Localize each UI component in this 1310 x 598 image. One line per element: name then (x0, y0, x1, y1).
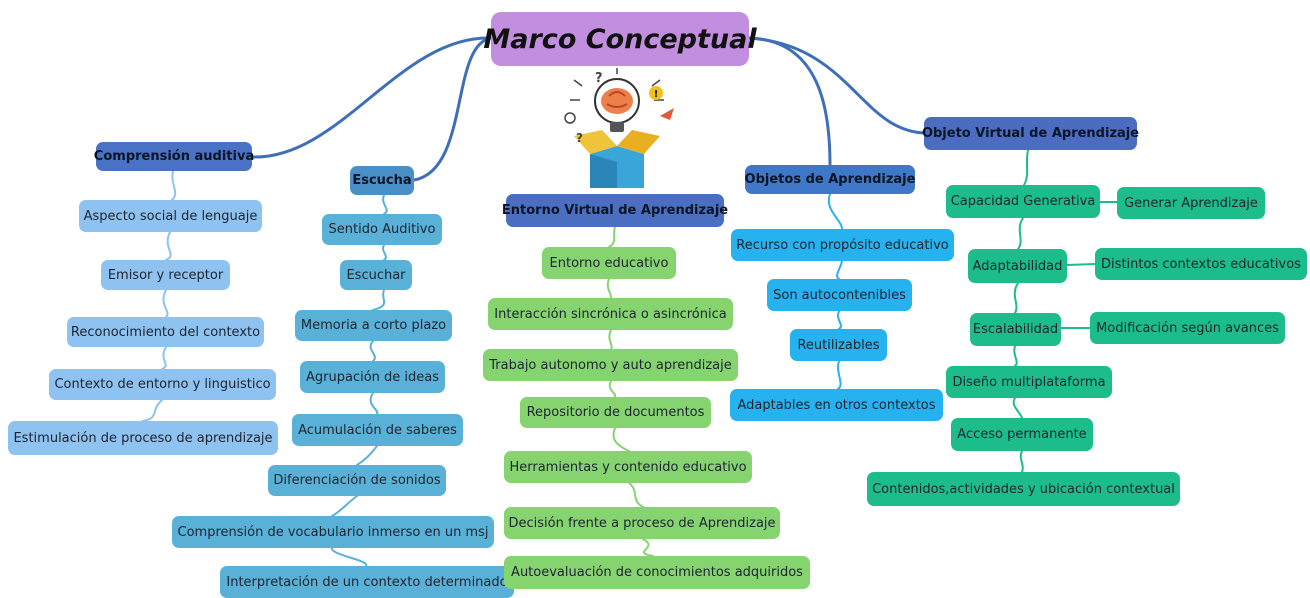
list-item[interactable]: Diferenciación de sonidos (268, 465, 446, 496)
exclamation-badge-icon (649, 86, 663, 100)
list-item[interactable]: Adaptables en otros contextos (730, 389, 943, 421)
list-item[interactable]: Modificación según avances (1090, 312, 1285, 344)
list-item[interactable]: Distintos contextos educativos (1095, 248, 1307, 280)
branch-escucha[interactable]: Escucha (350, 166, 414, 195)
open-box-icon (574, 130, 660, 188)
illustration-symbol: ? (576, 131, 583, 145)
list-item[interactable]: Interacción sincrónica o asincrónica (488, 298, 733, 330)
list-item[interactable]: Generar Aprendizaje (1117, 187, 1265, 219)
branch-comprension-auditiva[interactable]: Comprensión auditiva (94, 142, 254, 171)
branch-entorno-virtual[interactable]: Entorno Virtual de Aprendizaje (502, 194, 728, 227)
list-item[interactable]: Contexto de entorno y linguistico (49, 369, 276, 400)
list-item[interactable]: Acceso permanente (951, 418, 1093, 451)
root-topic[interactable]: Marco Conceptual (483, 12, 757, 66)
branch-objeto-virtual[interactable]: Objeto Virtual de Aprendizaje (922, 117, 1139, 150)
list-item[interactable]: Trabajo autonomo y auto aprendizaje (483, 349, 738, 381)
list-item[interactable]: Interpretación de un contexto determinad… (220, 566, 514, 598)
list-item[interactable]: Son autocontenibles (767, 279, 912, 311)
list-item[interactable]: Autoevaluación de conocimientos adquirid… (504, 556, 810, 589)
list-item[interactable]: Sentido Auditivo (322, 214, 442, 245)
list-item[interactable]: Capacidad Generativa (946, 185, 1100, 218)
list-item[interactable]: Aspecto social de lenguaje (79, 200, 262, 232)
list-item[interactable]: Reconocimiento del contexto (67, 317, 264, 347)
list-item[interactable]: Repositorio de documentos (520, 397, 711, 428)
list-item[interactable]: Diseño multiplataforma (946, 366, 1112, 398)
list-item[interactable]: Comprensión de vocabulario inmerso en un… (172, 516, 494, 548)
list-item[interactable]: Estimulación de proceso de aprendizaje (8, 421, 278, 455)
list-item[interactable]: Recurso con propósito educativo (731, 229, 954, 261)
illustration-symbol: ! (654, 89, 659, 100)
lightbulb-icon (594, 78, 640, 132)
list-item[interactable]: Escalabilidad (970, 313, 1061, 346)
list-item[interactable]: Emisor y receptor (101, 260, 230, 290)
list-item[interactable]: Herramientas y contenido educativo (504, 451, 752, 483)
illustration-symbol: ? (595, 71, 603, 86)
list-item[interactable]: Decisión frente a proceso de Aprendizaje (504, 507, 780, 539)
list-item[interactable]: Reutilizables (790, 329, 887, 361)
branch-objetos-aprendizaje[interactable]: Objetos de Aprendizaje (745, 165, 915, 194)
lightbulb-brain-box-illustration: ! ? ? (564, 68, 674, 188)
list-item[interactable]: Memoria a corto plazo (295, 310, 452, 341)
list-item[interactable]: Contenidos,actividades y ubicación conte… (867, 472, 1180, 506)
list-item[interactable]: Acumulación de saberes (292, 414, 463, 446)
list-item[interactable]: Escuchar (340, 260, 412, 290)
list-item[interactable]: Agrupación de ideas (300, 361, 445, 393)
list-item[interactable]: Adaptabilidad (968, 249, 1067, 283)
idea-sparks-icon (564, 68, 674, 124)
list-item[interactable]: Entorno educativo (542, 247, 676, 279)
